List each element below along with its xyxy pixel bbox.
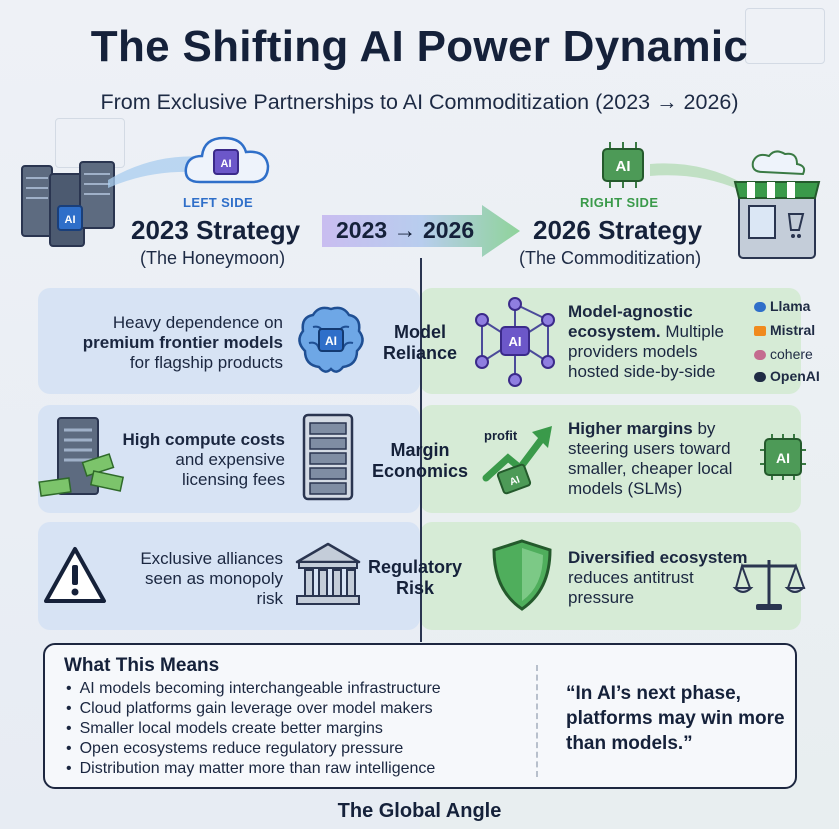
list-item: Cloud platforms gain leverage over model… [66, 700, 433, 718]
server-icon [302, 413, 354, 501]
balance-scale-icon [732, 560, 806, 610]
right-side-tag: RIGHT SIDE [580, 195, 659, 210]
left-row3-text: Exclusive alliances seen as monopoly ris… [140, 549, 283, 608]
right-row3-text: Diversified ecosystem reduces antitrust … [568, 548, 748, 607]
ai-chip-icon: AI [760, 434, 806, 480]
server-rack-icon: AI [21, 161, 115, 247]
institution-building-icon [295, 542, 361, 605]
network-hub-icon: AI [475, 297, 555, 387]
timeline-arrow-label: 2023 → 2026 [336, 217, 475, 243]
center-divider [420, 258, 422, 642]
list-item: Smaller local models create better margi… [66, 720, 383, 738]
svg-text:AI: AI [509, 334, 522, 349]
storefront-icon [733, 150, 821, 259]
brain-ai-icon: AI [298, 306, 364, 373]
right-strategy-title: 2026 Strategy [533, 215, 703, 245]
svg-text:AI: AI [221, 158, 232, 170]
list-item: AI models becoming interchangeable infra… [66, 680, 441, 698]
left-side-tag: LEFT SIDE [183, 195, 254, 210]
page-title: The Shifting AI Power Dynamic [90, 22, 749, 71]
warning-icon [44, 547, 106, 603]
page-subtitle: From Exclusive Partnerships to AI Commod… [100, 90, 739, 114]
provider-cohere: cohere [754, 346, 813, 362]
right-strategy-subtitle: (The Commoditization) [519, 248, 702, 268]
left-strategy-title: 2023 Strategy [131, 215, 301, 245]
server-money-icon [38, 417, 125, 497]
svg-text:AI: AI [776, 450, 790, 466]
dashed-separator [536, 665, 538, 777]
right-panel-model-reliance [420, 288, 801, 394]
connection-beam [650, 163, 744, 190]
left-strategy-subtitle: (The Honeymoon) [140, 248, 286, 268]
list-item: Open ecosystems reduce regulatory pressu… [66, 740, 404, 758]
shield-icon [492, 539, 552, 611]
right-panel-regulatory-risk [420, 522, 801, 630]
timeline-arrow [322, 205, 520, 257]
profit-chart-icon: AI profit [482, 426, 552, 495]
provider-mistral: Mistral [754, 322, 815, 338]
svg-text:AI: AI [616, 158, 631, 175]
right-row2-text: Higher margins by steering users toward … [568, 419, 733, 498]
quote-text: “In AI’s next phase, platforms may win m… [566, 683, 785, 754]
cloud-chip-icon: AI [184, 136, 270, 184]
left-row1-text: Heavy dependence on premium frontier mod… [82, 313, 283, 372]
list-item: Distribution may matter more than raw in… [66, 760, 436, 778]
circuit-decoration [745, 8, 825, 64]
left-panel-regulatory-risk [38, 522, 420, 630]
svg-text:AI: AI [325, 334, 337, 348]
svg-text:AI: AI [508, 474, 521, 488]
provider-llama: Llama [754, 298, 810, 314]
provider-openai: OpenAI [754, 368, 820, 384]
what-this-means-title: What This Means [64, 655, 220, 676]
ai-chip-icon: AI [602, 142, 644, 188]
right-row1-text: Model-agnostic ecosystem. Multiple provi… [568, 302, 724, 381]
profit-label: profit [484, 428, 518, 443]
footer-brand: The Global Angle [337, 800, 502, 822]
svg-text:AI: AI [65, 214, 76, 226]
right-panel-margin-economics [420, 405, 801, 513]
left-row2-text: High compute costs and expensive licensi… [122, 430, 285, 489]
